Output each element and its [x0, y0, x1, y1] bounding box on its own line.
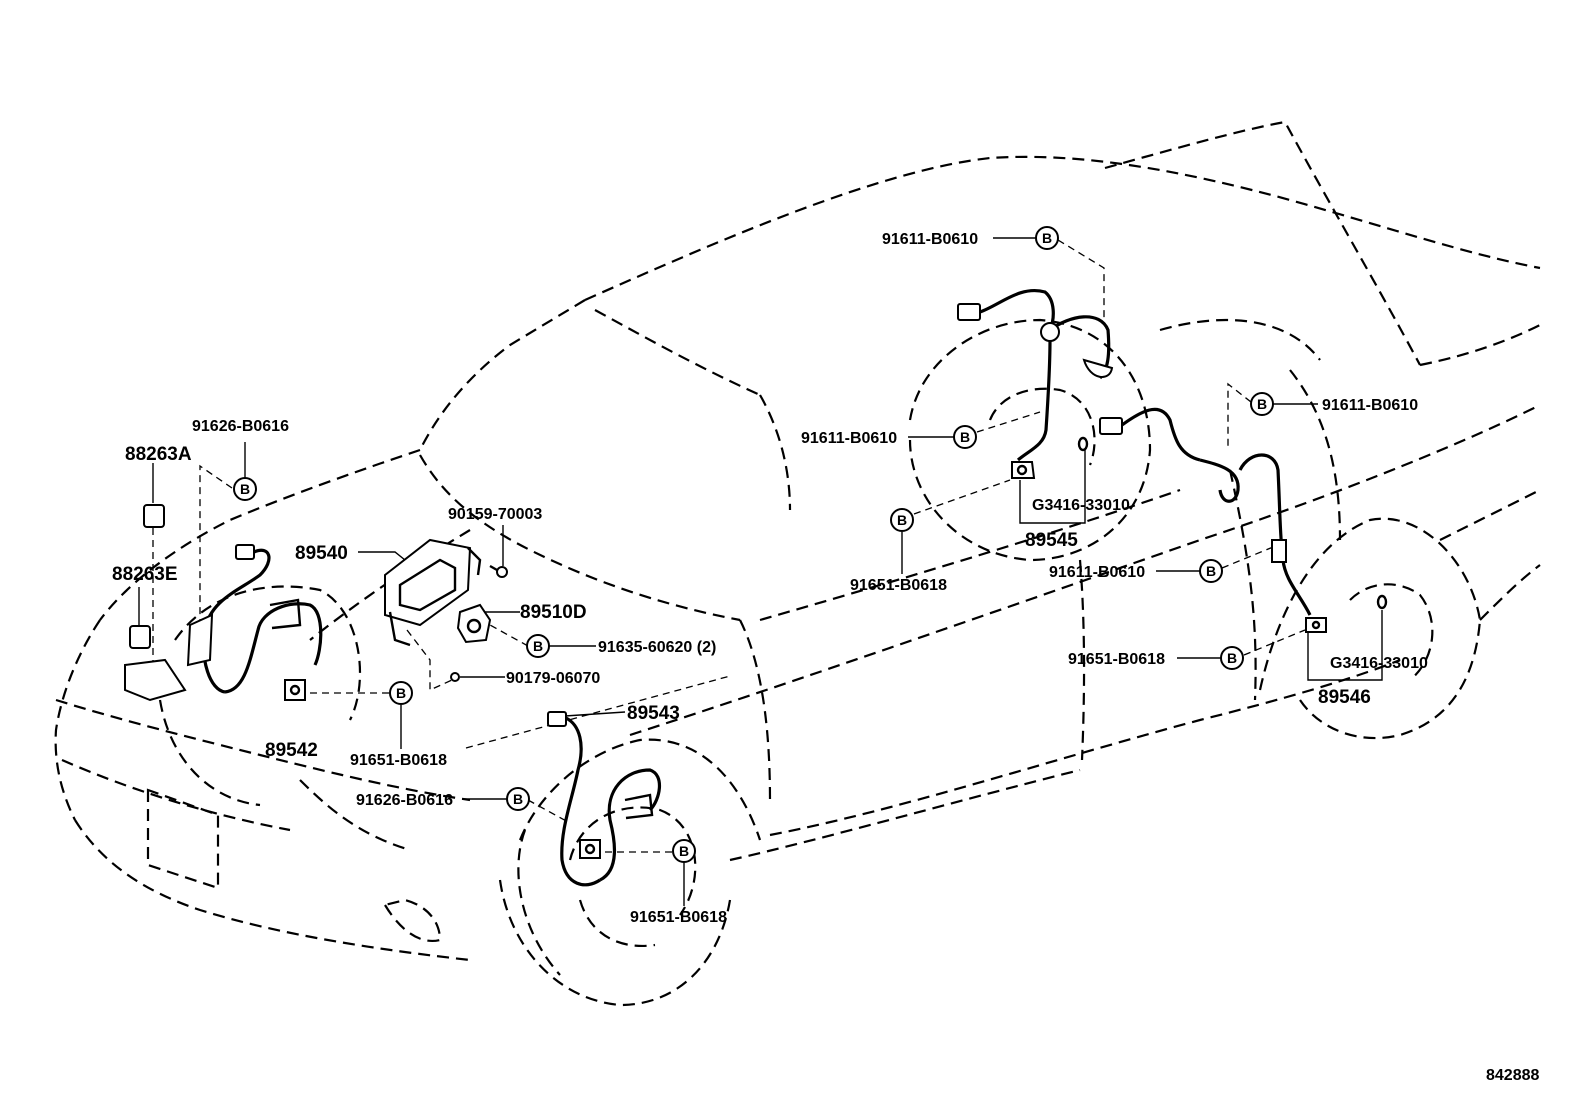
label-88263e: 88263E — [112, 564, 178, 585]
parts — [124, 289, 1388, 887]
label-91651-rear: 91651-B0618 — [1068, 651, 1165, 668]
sensor-harness-89546 — [1099, 407, 1388, 633]
svg-text:B: B — [679, 843, 689, 859]
label-91626-top: 91626-B0616 — [192, 418, 289, 435]
label-91651-bottom: 91651-B0618 — [630, 909, 727, 926]
bolt-symbol: B — [1250, 392, 1274, 416]
label-90159: 90159-70003 — [448, 506, 542, 523]
bolt-symbol: B — [672, 839, 696, 863]
ecu-89540 — [384, 538, 482, 647]
part-labels: 91611-B0610 91611-B0610 91611-B0610 9161… — [112, 231, 1539, 1084]
label-91611-rear: 91611-B0610 — [1049, 564, 1145, 581]
bolt-symbol: B — [890, 508, 914, 532]
bolt-symbol: B — [1035, 226, 1059, 250]
label-91651-front: 91651-B0618 — [350, 752, 447, 769]
label-89540: 89540 — [295, 543, 348, 564]
svg-text:B: B — [960, 429, 970, 445]
leader-lines — [138, 237, 1383, 906]
sensor-89510d — [456, 603, 492, 644]
label-91626-front: 91626-B0616 — [356, 792, 453, 809]
svg-text:B: B — [513, 791, 523, 807]
bolt-symbol: B — [389, 681, 413, 705]
sensor-harness-89543 — [547, 711, 661, 887]
bolt-symbol: B — [953, 425, 977, 449]
label-g3416-a: G3416-33010 — [1032, 497, 1130, 514]
label-91651-center: 91651-B0618 — [850, 577, 947, 594]
relay-88263a — [143, 504, 165, 528]
bolt-symbol: B — [233, 477, 257, 501]
label-91611-top: 91611-B0610 — [882, 231, 978, 248]
bolt-symbol: B — [1199, 559, 1223, 583]
nut-90179 — [450, 672, 460, 682]
svg-text:B: B — [1206, 563, 1216, 579]
label-89542: 89542 — [265, 740, 318, 761]
label-89510d: 89510D — [520, 602, 587, 623]
label-88263a: 88263A — [125, 444, 192, 465]
label-89546: 89546 — [1318, 687, 1371, 708]
bolt-symbol: B — [1220, 646, 1244, 670]
label-g3416-b: G3416-33010 — [1330, 655, 1428, 672]
svg-text:B: B — [1227, 650, 1237, 666]
svg-text:B: B — [396, 685, 406, 701]
svg-text:B: B — [240, 481, 250, 497]
svg-text:B: B — [1257, 396, 1267, 412]
illustration-number: 842888 — [1486, 1067, 1539, 1084]
relay-bracket — [124, 658, 187, 702]
svg-text:B: B — [1042, 230, 1052, 246]
car-outline — [54, 120, 1541, 1007]
sensor-harness-89542 — [186, 544, 323, 701]
label-91611-right: 91611-B0610 — [1322, 397, 1418, 414]
bolt-symbol: B — [526, 634, 550, 658]
bolt-symbol: B — [506, 787, 530, 811]
label-91635: 91635-60620 (2) — [598, 639, 716, 656]
bolt-symbols: B B B B B B B B B B B — [233, 226, 1274, 863]
label-89545: 89545 — [1025, 530, 1078, 551]
svg-text:B: B — [533, 638, 543, 654]
label-89543: 89543 — [627, 703, 680, 724]
bolt-90159 — [489, 564, 508, 578]
label-90179: 90179-06070 — [506, 670, 600, 687]
relay-88263e — [129, 625, 151, 649]
label-91611-mid: 91611-B0610 — [801, 430, 897, 447]
svg-text:B: B — [897, 512, 907, 528]
sensor-harness-89545 — [957, 289, 1114, 479]
